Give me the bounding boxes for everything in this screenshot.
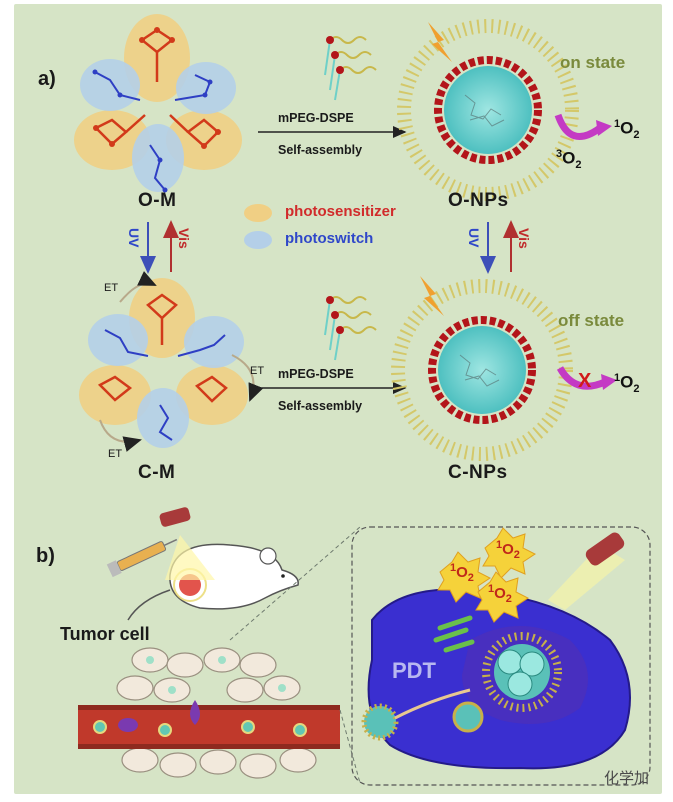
vis-label-right: Vis [516,228,532,249]
tumor-cell-label: Tumor cell [60,624,150,644]
vis-label-left: Vis [176,228,192,249]
laser-icon [585,532,625,566]
watermark: 化学加 [603,770,649,787]
triplet-oxygen-label: 3O2 [556,148,582,172]
singlet-oxygen-on-label: 1O2 [614,118,640,142]
mpeg-dspe-lipids-bottom [324,296,377,361]
singlet-oxygen-off-label: 1O2 [614,372,640,396]
uv-label-right: UV [466,228,482,248]
om-molecule [74,14,242,193]
panel-a-label: a) [38,68,56,90]
panel-b-label: b) [36,545,55,567]
bottom-process-label: Self-assembly [278,399,363,413]
on-state-label: on state [560,53,626,72]
mouse-illustration [106,507,299,621]
tumor-tissue [78,526,361,784]
cnps-nanoparticle [391,276,573,461]
pdt-label: PDT [392,658,436,683]
cm-molecule [79,270,264,452]
top-process-label: Self-assembly [278,143,363,157]
legend-photosensitizer-swatch [244,204,272,222]
singlet-oxygen-bursts [437,527,536,623]
mpeg-dspe-lipids-top [324,36,377,101]
light-bolt-icon [428,22,452,62]
syringe-icon [106,538,178,578]
burst-singlet-oxygen-2: 1O2 [496,539,520,561]
uv-label-left: UV [126,228,142,248]
zoom-box [351,526,651,786]
et-label-1: ET [104,282,119,294]
cnps-label: C-NPs [448,462,508,483]
burst-singlet-oxygen-3: 1O2 [488,583,512,605]
top-reagent-label: mPEG-DSPE [278,111,354,125]
legend-photosensitizer-label: photosensitizer [285,203,396,220]
laser-icon [159,507,191,527]
light-bolt-icon [420,276,444,316]
mitochondria-icon [433,615,475,653]
off-state-label: off state [558,311,625,330]
blocked-mark: X [578,370,592,392]
energy-transfer-arrow-off [556,366,607,390]
tumor-cell-zoom [361,532,631,770]
energy-transfer-arrow-on [554,113,603,140]
bottom-reagent-label: mPEG-DSPE [278,367,354,381]
legend-photoswitch-label: photoswitch [285,230,374,247]
onps-nanoparticle [397,19,579,201]
et-label-2: ET [250,365,265,377]
om-label: O-M [138,190,177,211]
legend-photoswitch-swatch [244,231,272,249]
et-label-3: ET [108,448,123,460]
cm-label: C-M [138,462,176,483]
burst-singlet-oxygen-1: 1O2 [450,562,474,584]
onps-label: O-NPs [448,190,509,211]
